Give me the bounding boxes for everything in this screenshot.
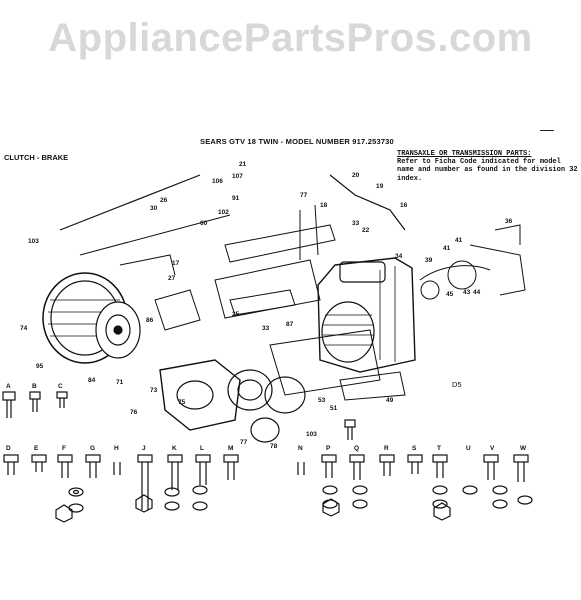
hardware-letter-c: C xyxy=(58,383,63,390)
hardware-letter-d: D xyxy=(6,445,11,452)
part-label: 107 xyxy=(232,173,243,180)
part-label: 44 xyxy=(473,289,481,296)
hardware-letter-l: L xyxy=(200,445,204,452)
part-label: 53 xyxy=(318,397,326,404)
part-label: 73 xyxy=(150,387,158,394)
hardware-letter-t: T xyxy=(437,445,441,452)
part-label: 102 xyxy=(218,209,229,216)
part-label: 30 xyxy=(150,205,158,212)
note-body: Refer to Ficha Code indicated for model … xyxy=(397,158,578,183)
hardware-letter-s: S xyxy=(412,445,417,452)
part-label: 60 xyxy=(200,220,208,227)
part-label: 51 xyxy=(330,405,338,412)
transaxle-note: TRANSAXLE OR TRANSMISSION PARTS: Refer t… xyxy=(397,150,579,183)
diagram-title: SEARS GTV 18 TWIN - MODEL NUMBER 917.253… xyxy=(200,137,394,146)
part-label: 27 xyxy=(168,275,176,282)
part-label: 33 xyxy=(262,325,270,332)
part-label: 84 xyxy=(88,377,96,384)
rear-tire xyxy=(42,272,141,364)
part-label: 36 xyxy=(505,218,513,225)
part-label: 77 xyxy=(240,439,248,446)
hardware-letter-f: F xyxy=(62,445,66,452)
part-label: 16 xyxy=(400,202,408,209)
section-label: CLUTCH - BRAKE xyxy=(4,153,69,162)
hardware-letter-b: B xyxy=(32,383,37,390)
hardware-letter-u: U xyxy=(466,445,471,452)
washers-nuts xyxy=(55,485,533,523)
hardware-letter-j: J xyxy=(142,445,146,452)
part-label: 33 xyxy=(352,220,360,227)
part-label: 103 xyxy=(306,431,317,438)
part-label: 20 xyxy=(352,172,360,179)
hardware-letter-g: G xyxy=(90,445,95,452)
part-label: 49 xyxy=(386,397,394,404)
part-label: 18 xyxy=(320,202,328,209)
hardware-letter-n: N xyxy=(298,445,303,452)
part-label: 43 xyxy=(463,289,471,296)
part-label: 86 xyxy=(146,317,154,324)
hardware-row-2 xyxy=(3,454,529,510)
hardware-letter-a: A xyxy=(6,383,11,390)
hardware-letter-h: H xyxy=(114,445,119,452)
note-heading: TRANSAXLE OR TRANSMISSION PARTS: xyxy=(397,150,532,158)
part-label: 45 xyxy=(446,291,454,298)
hardware-letter-w: W xyxy=(520,445,527,452)
part-label: 19 xyxy=(376,183,384,190)
part-label: 87 xyxy=(286,321,294,328)
part-label: 91 xyxy=(232,195,240,202)
part-label: 103 xyxy=(28,238,39,245)
part-label: 21 xyxy=(239,161,247,168)
part-label: 26 xyxy=(160,197,168,204)
part-label: 39 xyxy=(425,257,433,264)
part-label: 75 xyxy=(178,399,186,406)
part-label: 41 xyxy=(455,237,463,244)
part-label: 34 xyxy=(395,253,403,260)
page-dash xyxy=(540,130,554,131)
page-id: D5 xyxy=(452,380,462,389)
hardware-letter-q: Q xyxy=(354,445,359,452)
part-label: 76 xyxy=(130,409,138,416)
hardware-letter-k: K xyxy=(172,445,177,452)
hardware-letters: A B C D E F G H J K L M N P Q R S T U V … xyxy=(6,383,527,452)
part-number-labels: 21 20 107 106 77 26 30 91 102 18 19 16 1… xyxy=(20,161,513,450)
part-label: 17 xyxy=(172,260,180,267)
hardware-row-1 xyxy=(2,391,356,440)
hardware-letter-e: E xyxy=(34,445,39,452)
part-label: 74 xyxy=(20,325,28,332)
part-label: 41 xyxy=(443,245,451,252)
watermark: AppliancePartsPros.com xyxy=(48,16,533,60)
transaxle xyxy=(159,359,306,443)
part-label: 25 xyxy=(232,311,240,318)
part-label: 77 xyxy=(300,192,308,199)
frame-linkage xyxy=(59,174,526,401)
part-label: 22 xyxy=(362,227,370,234)
part-label: 71 xyxy=(116,379,124,386)
hardware-letter-p: P xyxy=(326,445,331,452)
engine xyxy=(317,257,416,373)
part-label: 106 xyxy=(212,178,223,185)
hardware-letter-v: V xyxy=(490,445,495,452)
hardware-letter-m: M xyxy=(228,445,233,452)
part-label: 78 xyxy=(270,443,278,450)
part-label: 95 xyxy=(36,363,44,370)
hardware-letter-r: R xyxy=(384,445,389,452)
